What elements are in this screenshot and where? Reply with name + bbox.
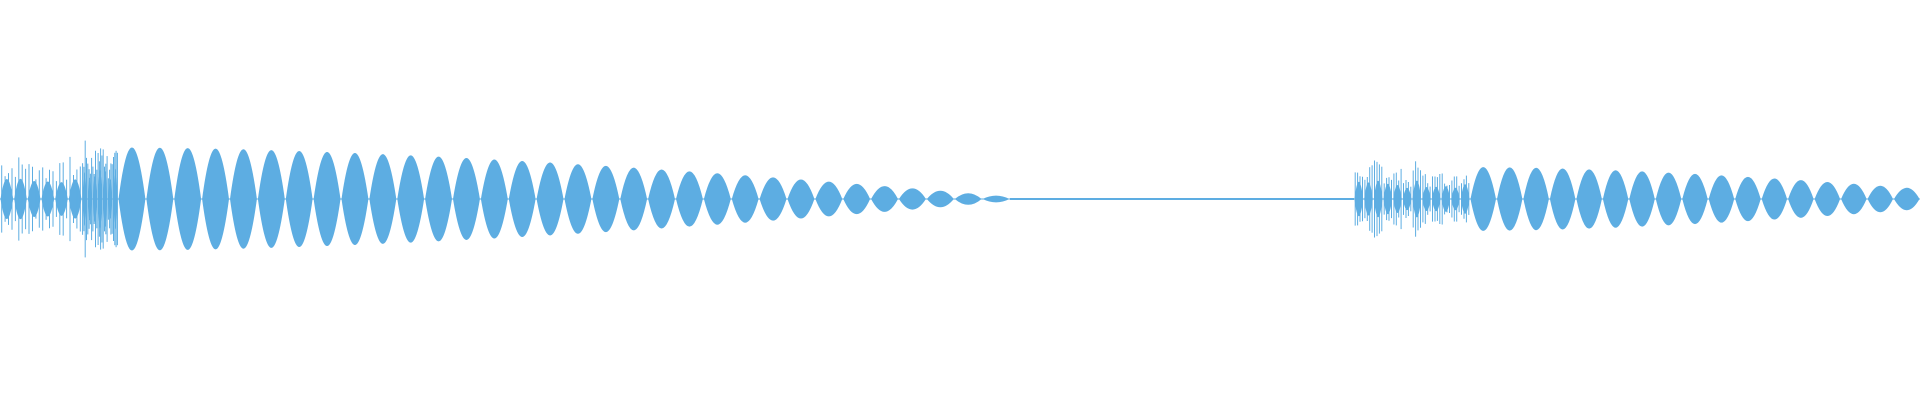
waveform-lobe bbox=[1497, 167, 1523, 231]
waveform-lobe bbox=[1393, 185, 1402, 213]
waveform-lobe bbox=[1841, 183, 1867, 215]
waveform-lobe bbox=[341, 153, 369, 245]
waveform-lobe bbox=[1470, 167, 1496, 231]
waveform-lobe bbox=[620, 167, 648, 231]
waveform-lobe bbox=[1422, 187, 1431, 211]
waveform-lobe bbox=[1364, 182, 1373, 216]
waveform-lobe bbox=[174, 148, 202, 250]
silence-trace bbox=[1010, 198, 1354, 200]
waveform-lobe bbox=[41, 181, 55, 217]
waveform-lobe bbox=[1708, 175, 1735, 223]
waveform-lobe bbox=[1602, 170, 1629, 228]
waveform-lobe bbox=[1523, 167, 1549, 231]
waveform-lobe bbox=[425, 156, 452, 242]
waveform-lobe bbox=[759, 177, 787, 221]
waveform-lobe bbox=[564, 164, 592, 234]
waveform-lobe bbox=[55, 182, 68, 216]
waveform-lobe bbox=[1373, 180, 1383, 218]
waveform-lobe bbox=[1655, 172, 1682, 226]
waveform-lobe bbox=[1814, 181, 1841, 217]
waveform-lobe bbox=[82, 172, 87, 226]
waveform-lobe bbox=[787, 179, 815, 219]
waveform-lobe bbox=[731, 175, 759, 223]
waveform-lobe bbox=[899, 188, 926, 210]
waveform-lobe bbox=[1576, 169, 1602, 229]
segment-6 bbox=[1470, 167, 1920, 231]
waveform-lobe bbox=[1788, 180, 1814, 218]
waveform-lobe bbox=[285, 150, 313, 248]
segment-2 bbox=[82, 140, 118, 258]
segment-4 bbox=[1010, 198, 1354, 200]
segment-3 bbox=[118, 147, 1010, 251]
waveform-lobe bbox=[118, 147, 146, 251]
waveform-lobe bbox=[1894, 187, 1920, 211]
waveform-lobe bbox=[536, 162, 564, 236]
waveform-lobe bbox=[871, 186, 898, 212]
waveform-lobe bbox=[14, 178, 27, 220]
waveform-lobe bbox=[257, 150, 285, 248]
waveform-lobe bbox=[92, 176, 97, 222]
waveform-lobe bbox=[648, 169, 675, 229]
waveform-lobe bbox=[103, 171, 108, 227]
waveform-lobe bbox=[313, 151, 341, 247]
waveform-lobe bbox=[1451, 187, 1460, 211]
waveform-lobe bbox=[815, 181, 843, 217]
waveform-lobe bbox=[0, 178, 14, 220]
waveform-lobe bbox=[926, 190, 954, 208]
waveform-lobe bbox=[1402, 187, 1412, 211]
waveform-lobe bbox=[68, 179, 82, 219]
waveform-lobe bbox=[480, 159, 508, 239]
waveform-lobe bbox=[1383, 183, 1393, 215]
waveform-lobe bbox=[1460, 184, 1470, 214]
waveform-lobe bbox=[1682, 173, 1708, 225]
waveform-lobe bbox=[146, 147, 174, 251]
waveform-lobe bbox=[676, 171, 703, 227]
waveform-lobe bbox=[982, 195, 1010, 203]
waveform-lobe bbox=[453, 158, 480, 240]
waveform-lobe bbox=[230, 149, 257, 249]
waveform-lobe bbox=[1549, 168, 1576, 230]
waveform-lobe bbox=[1629, 171, 1655, 227]
waveform-lobe bbox=[1431, 186, 1441, 212]
waveform-lobe bbox=[369, 154, 397, 244]
waveform-lobe bbox=[113, 168, 118, 230]
segment-5 bbox=[1354, 160, 1470, 238]
waveform-lobe bbox=[1867, 185, 1893, 213]
waveform-lobe bbox=[592, 165, 620, 233]
waveform-lobe bbox=[1354, 181, 1364, 217]
waveform-lobe bbox=[703, 173, 731, 225]
segment-1 bbox=[0, 156, 82, 242]
waveform-lobe bbox=[27, 181, 41, 217]
waveform-lobe bbox=[202, 148, 229, 250]
waveform-lobe bbox=[508, 161, 536, 237]
waveform-lobe bbox=[1735, 176, 1761, 222]
waveform-lobe bbox=[1412, 180, 1422, 218]
waveform-lobe bbox=[397, 155, 425, 243]
waveform-lobe bbox=[954, 193, 982, 205]
waveform-lobe bbox=[1761, 178, 1788, 220]
waveform-lobe bbox=[843, 183, 871, 215]
waveform-lobe bbox=[1441, 186, 1451, 212]
